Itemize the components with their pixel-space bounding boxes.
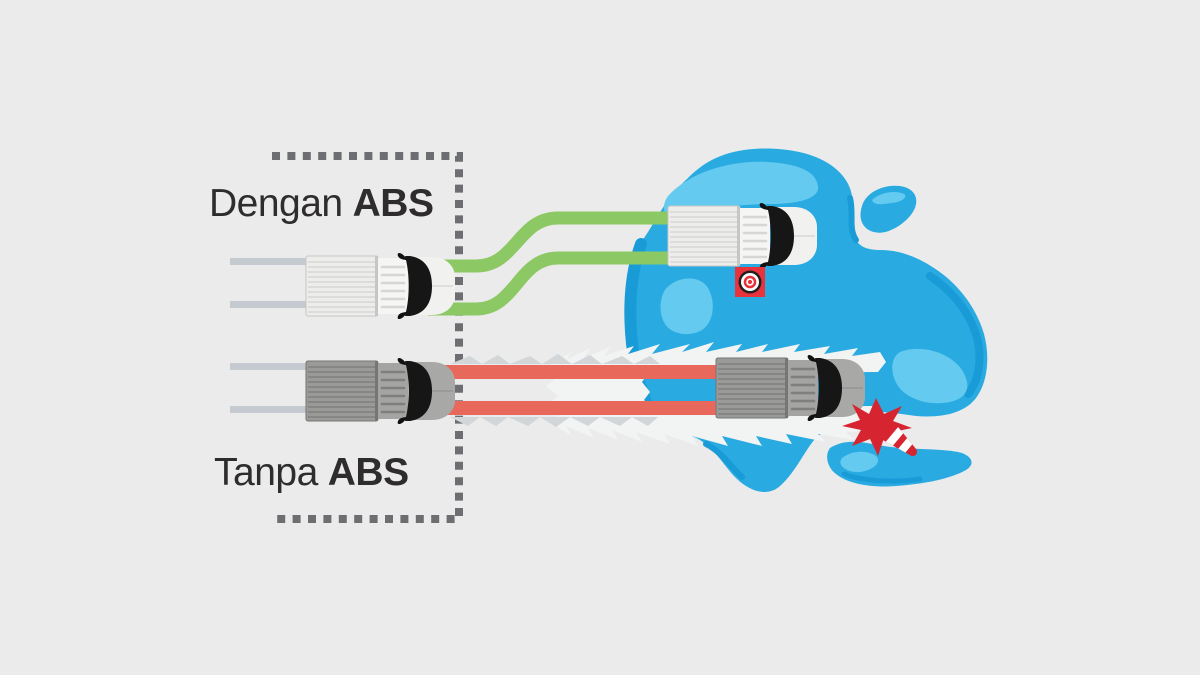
without-abs-label-regular: Tanpa: [214, 451, 318, 494]
target-icon: [735, 267, 765, 297]
with-abs-label-bold: ABS: [352, 182, 434, 225]
puddle: [624, 148, 988, 492]
skid-lines-red: [440, 365, 770, 415]
tire-tracks: [230, 258, 348, 413]
spray-flecks: [450, 354, 660, 427]
dotted-boundary: [272, 152, 463, 523]
without-abs-label-bold: ABS: [327, 451, 409, 494]
car-without-abs-skidding: [715, 354, 866, 422]
car-without-abs-start: [305, 357, 456, 425]
with-abs-label-regular: Dengan: [209, 182, 343, 225]
car-with-abs-stopped: [667, 202, 818, 270]
car-with-abs-start: [305, 252, 456, 320]
abs-path-green: [428, 211, 702, 316]
